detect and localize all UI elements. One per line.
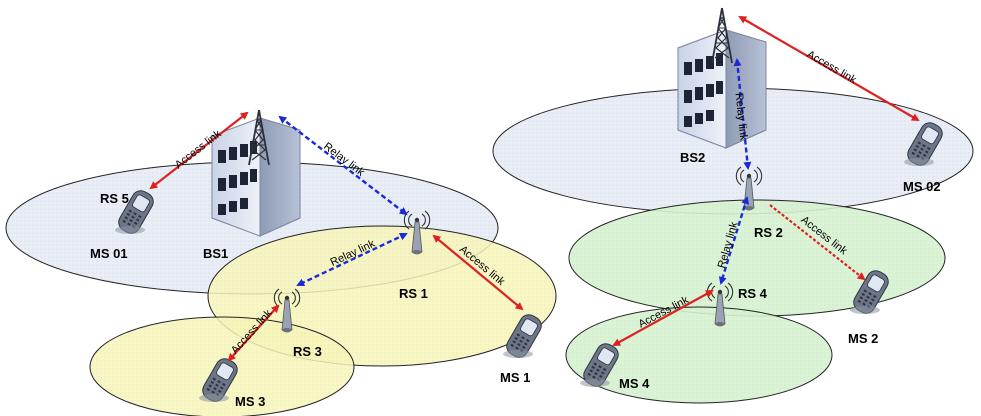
relay-link-bs2-rs2 bbox=[733, 58, 752, 170]
bs1-label: BS1 bbox=[203, 246, 228, 261]
bs1-building-icon bbox=[211, 117, 301, 237]
ms4-label: MS 4 bbox=[619, 376, 650, 391]
rs2-label: RS 2 bbox=[754, 225, 783, 240]
ms3-label: MS 3 bbox=[235, 394, 265, 409]
ms2-label: MS 2 bbox=[848, 331, 878, 346]
rs3-label: RS 3 bbox=[293, 344, 322, 359]
relay-link-label-bs2-rs2: Relay link bbox=[733, 92, 750, 141]
access-link-rs3-ms3 bbox=[227, 304, 280, 362]
access-link-rs4-ms4 bbox=[612, 290, 714, 346]
access-link-bs2-ms02 bbox=[738, 15, 920, 122]
ms01-label: MS 01 bbox=[90, 246, 128, 261]
rs5-label: RS 5 bbox=[100, 191, 129, 206]
relay-link-rs2-rs4 bbox=[718, 196, 750, 285]
relay-link-bs1-rs1 bbox=[278, 115, 408, 216]
relay-link-rs1-rs3 bbox=[296, 232, 408, 287]
rs4-label: RS 4 bbox=[738, 286, 768, 301]
access-link-label-bs2: Access link bbox=[805, 48, 859, 86]
bs2-label: BS2 bbox=[680, 150, 705, 165]
access-link-bs1-rs5 bbox=[149, 111, 249, 190]
rs1-label: RS 1 bbox=[399, 286, 428, 301]
bs2-building-icon bbox=[677, 29, 767, 149]
access-link-rs1-ms1 bbox=[432, 234, 524, 311]
ms02-label: MS 02 bbox=[903, 179, 941, 194]
ms1-label: MS 1 bbox=[500, 370, 530, 385]
